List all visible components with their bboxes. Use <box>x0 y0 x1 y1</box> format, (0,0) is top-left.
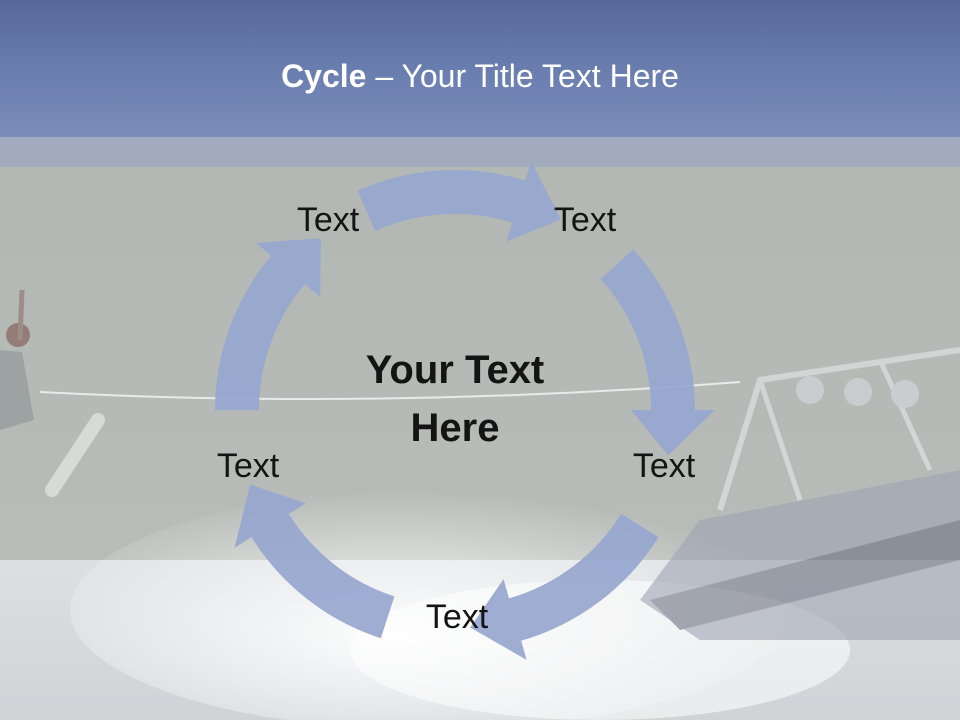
slide-title-bold: Cycle <box>281 58 367 94</box>
title-bar-shadow-strip <box>0 137 960 167</box>
cycle-arrow-right-lower-icon <box>470 513 659 660</box>
cycle-label-bottom: Text <box>425 598 489 636</box>
cycle-label-top-left: Text <box>296 201 360 239</box>
center-text-line1: Your Text <box>365 348 545 392</box>
center-text-line2: Here <box>410 406 500 450</box>
cycle-label-right: Text <box>632 447 696 485</box>
slide-title: Cycle – Your Title Text Here <box>0 56 960 96</box>
cycle-arrow-right-upper-icon <box>600 249 715 456</box>
cycle-label-top-right: Text <box>553 201 617 239</box>
center-text: Your Text Here <box>335 341 575 457</box>
cycle-arrow-top-icon <box>357 161 561 242</box>
cycle-label-left: Text <box>216 447 280 485</box>
title-bar <box>0 0 960 137</box>
slide-title-rest: – Your Title Text Here <box>366 58 679 94</box>
cycle-arrow-bottom-left-icon <box>234 484 395 639</box>
cycle-arrow-left-icon <box>215 238 321 410</box>
